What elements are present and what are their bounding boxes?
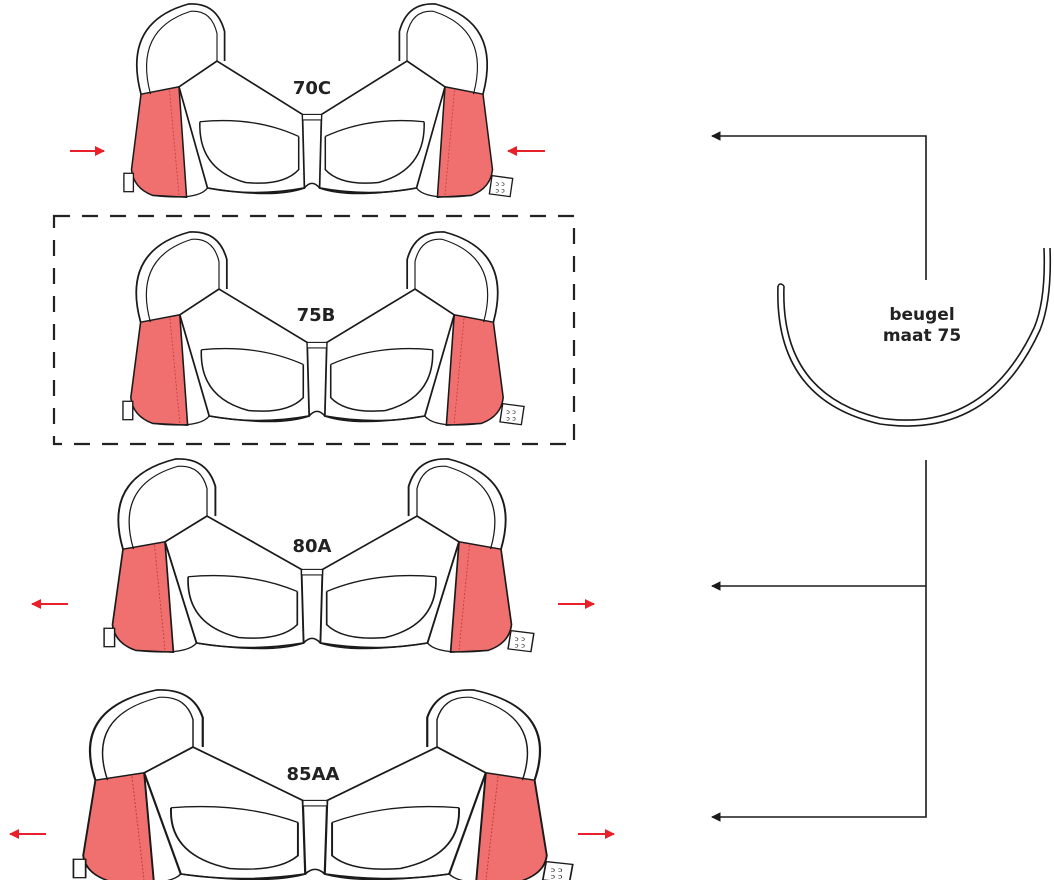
connector-lines [712, 136, 926, 817]
underwire-label-line2: maat 75 [883, 326, 961, 346]
bra-70c [124, 4, 513, 197]
underwire-label-line1: beugel [889, 305, 954, 325]
size-label-75b: 75B [297, 305, 336, 326]
bra-75b [123, 232, 524, 425]
size-label-85aa: 85AA [287, 764, 340, 785]
size-label-80a: 80A [293, 536, 332, 557]
size-label-70c: 70C [293, 78, 331, 99]
